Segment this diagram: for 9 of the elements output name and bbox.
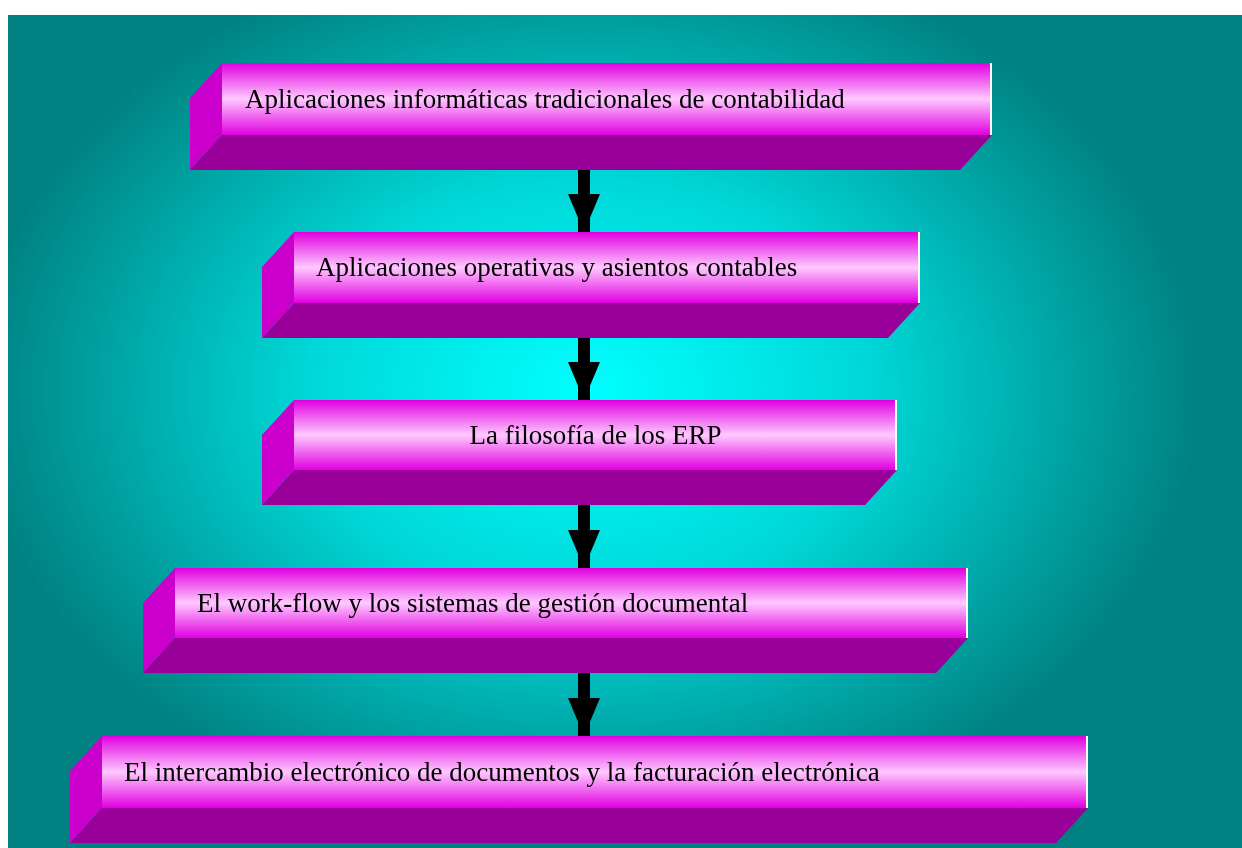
arrow — [568, 505, 600, 568]
box-label: Aplicaciones informáticas tradicionales de contabilidad — [244, 82, 845, 116]
box-label: La filosofía de los ERP — [469, 418, 722, 452]
arrow — [568, 673, 600, 736]
box-label: Aplicaciones operativas y asientos contables — [315, 251, 798, 284]
box-label: El work-flow y los sistemas de gestión documental — [196, 586, 749, 620]
arrow — [568, 170, 600, 232]
box-label: El intercambio electrónico de documentos y la facturación electrónica — [123, 755, 880, 789]
arrow — [568, 338, 600, 400]
